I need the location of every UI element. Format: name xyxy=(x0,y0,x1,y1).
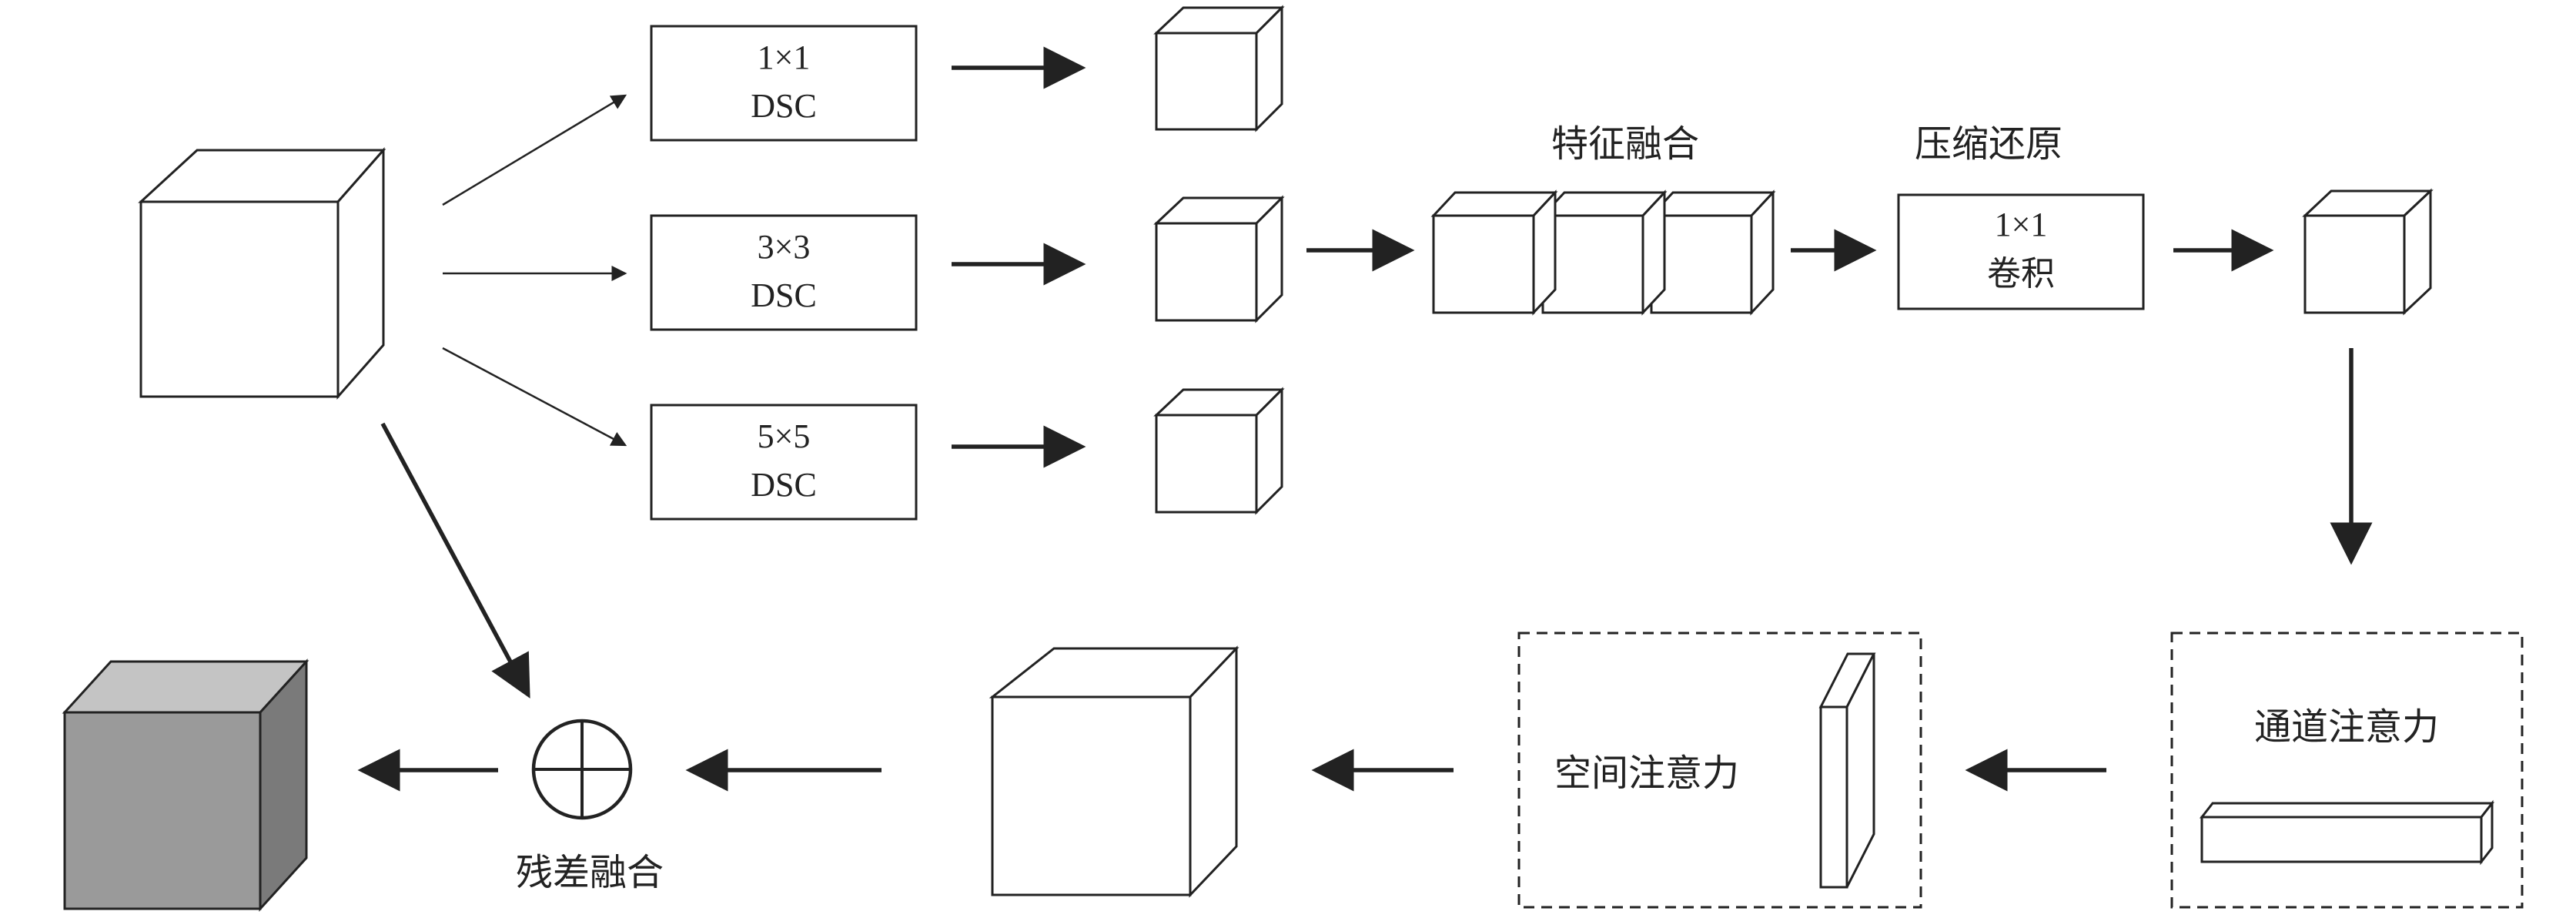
residual-add-node xyxy=(531,719,633,820)
compress-restore-label: 压缩还原 xyxy=(1915,122,2062,166)
fused-cube-1 xyxy=(1430,189,1558,316)
branch-cube-3x3 xyxy=(1153,195,1285,323)
branch-cube-5x5 xyxy=(1153,387,1285,515)
conv-1x1-box: 1×1 卷积 xyxy=(1897,193,2145,310)
dsc-3x3-type: DSC xyxy=(751,276,817,314)
conv-1x1-kernel: 1×1 xyxy=(1995,206,2048,243)
dsc-3x3-kernel: 3×3 xyxy=(758,228,811,266)
dsc-3x3-box: 3×3 DSC xyxy=(650,214,918,331)
residual-skip-arrow xyxy=(380,422,530,699)
dsc-5x5-box: 5×5 DSC xyxy=(650,404,918,521)
channel-attention-box: 通道注意力 xyxy=(2170,632,2524,909)
fused-cube-2 xyxy=(1540,189,1668,316)
output-cube xyxy=(62,658,309,912)
residual-fusion-label: 残差融合 xyxy=(516,851,664,894)
compressed-cube xyxy=(2302,188,2434,316)
spatial-attention-label: 空间注意力 xyxy=(1554,752,1739,795)
dsc-5x5-kernel: 5×5 xyxy=(758,417,811,455)
input-cube xyxy=(138,147,386,400)
channel-attention-bar xyxy=(2199,799,2495,866)
dsc-5x5-type: DSC xyxy=(751,466,817,504)
spatial-attention-box: 空间注意力 xyxy=(1517,632,1922,909)
feature-fusion-label: 特征融合 xyxy=(1551,122,1699,166)
dsc-1x1-kernel: 1×1 xyxy=(758,39,811,76)
dsc-1x1-box: 1×1 DSC xyxy=(650,25,918,142)
branch-arrow-1x1 xyxy=(442,94,627,206)
branch-cube-1x1 xyxy=(1153,5,1285,132)
branch-arrow-5x5 xyxy=(442,347,627,447)
channel-attention-label: 通道注意力 xyxy=(2254,705,2439,749)
fused-cube-3 xyxy=(1648,189,1776,316)
refined-cube xyxy=(989,645,1239,898)
dsc-1x1-type: DSC xyxy=(751,87,817,125)
conv-1x1-type: 卷积 xyxy=(1987,254,2055,293)
spatial-attention-slab xyxy=(1818,652,1876,889)
